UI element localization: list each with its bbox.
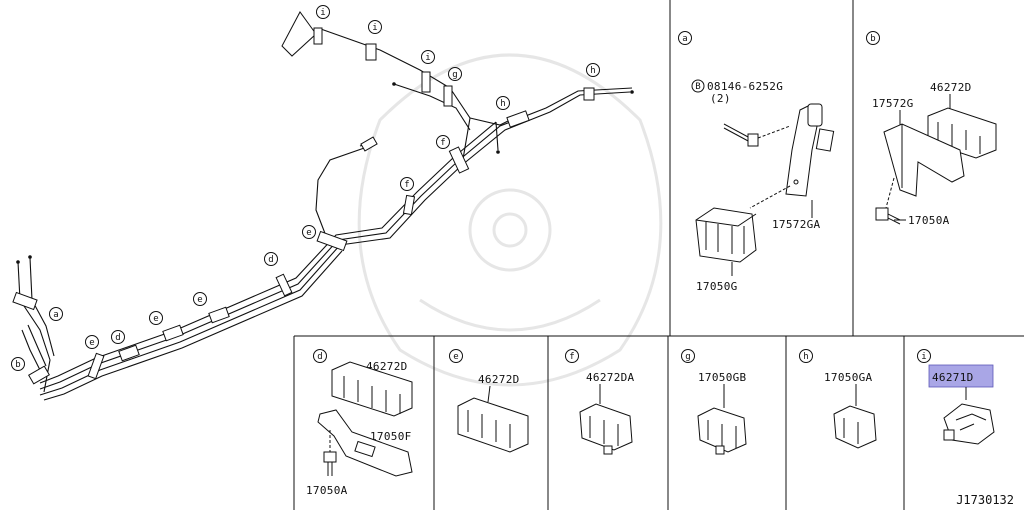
bracket-17050F-shape [317,409,413,477]
detail-e-tag: e [449,349,463,363]
bracket-17572GA-shape [785,103,835,197]
svg-text:f: f [404,180,409,190]
detail-f-tag: f [565,349,579,363]
callout-h-2: h [586,63,600,77]
detail-a: a B 08146-6252G (2) 17572GA 17050G [678,31,835,293]
clip-17050G-shape [695,207,757,263]
clip-46271D-shape [943,403,995,445]
svg-text:e: e [197,295,202,305]
svg-text:B: B [695,82,700,92]
detail-i: i 46271D [917,349,995,445]
label-clip-46272DA: 46272DA [586,371,635,384]
svg-text:d: d [115,333,120,343]
svg-text:g: g [452,70,457,80]
label-clip-46272D-d: 46272D [366,360,408,373]
diagram-id: J1730132 [956,493,1014,507]
detail-d: d 46272D 17050F 17050A [306,349,413,497]
svg-text:i: i [320,8,325,18]
svg-text:a: a [53,310,58,320]
detail-g-tag: g [681,349,695,363]
svg-text:i: i [372,23,377,33]
svg-text:a: a [682,34,687,44]
svg-text:h: h [500,99,505,109]
bolt-17050A-d-icon [323,451,337,476]
label-bolt-part: 08146-6252G [707,80,783,93]
label-bracket-17050F: 17050F [370,430,412,443]
detail-a-tag: a [678,31,692,45]
detail-g: g 17050GB [681,349,747,455]
detail-h-tag: h [799,349,813,363]
svg-text:e: e [89,338,94,348]
bolt-code-marker: B [691,79,705,93]
bolt-17050A-icon [875,207,901,225]
callout-e-2: e [149,311,163,325]
svg-text:i: i [425,53,430,63]
callout-i-1: i [421,50,435,64]
clip-46272DA-shape [579,403,633,455]
svg-text:e: e [306,228,311,238]
svg-text:d: d [268,255,273,265]
callout-b: b [11,357,25,371]
label-clip-46272D: 46272D [930,81,972,94]
label-bracket-17572G: 17572G [872,97,914,110]
callout-d-2: d [264,252,278,266]
label-bolt-17050A-d: 17050A [306,484,348,497]
callout-e-4: e [302,225,316,239]
label-bolt-qty: (2) [710,92,731,105]
svg-text:i: i [921,352,926,362]
label-clip-17050G: 17050G [696,280,738,293]
callout-d-1: d [111,330,125,344]
detail-e: e 46272D [449,349,529,453]
label-bolt-17050A: 17050A [908,214,950,227]
clip-17050GA-shape [833,405,877,449]
svg-text:b: b [15,360,20,370]
callout-a: a [49,307,63,321]
clip-46272D-d-shape [331,361,413,417]
label-bracket-17572GA: 17572GA [772,218,821,231]
label-clip-46272D-e: 46272D [478,373,520,386]
bracket-17572G-shape [883,123,965,197]
detail-f: f 46272DA [565,349,635,455]
clip-17050GB-shape [697,407,747,455]
bolt-icon [723,123,759,147]
label-clip-17050GA: 17050GA [824,371,873,384]
svg-text:e: e [453,352,458,362]
brake-pipe-routing [12,11,634,401]
detail-d-tag: d [313,349,327,363]
callout-e-1: e [85,335,99,349]
label-clip-17050GB: 17050GB [698,371,747,384]
callout-h-1: h [496,96,510,110]
callout-i-3: i [316,5,330,19]
callout-i-2: i [368,20,382,34]
svg-text:g: g [685,352,690,362]
watermark-crest [357,53,663,387]
svg-text:d: d [317,352,322,362]
main-callouts: a b e d e e d e f f h h g i i i [11,5,600,371]
callout-f-2: f [436,135,450,149]
svg-text:e: e [153,314,158,324]
svg-text:f: f [440,138,445,148]
highlight-46271D [928,364,994,388]
callout-g: g [448,67,462,81]
detail-b-tag: b [866,31,880,45]
detail-b: b 46272D 17572G 17050A [866,31,997,227]
callout-e-3: e [193,292,207,306]
svg-text:h: h [803,352,808,362]
panel-frames [293,0,1024,510]
svg-text:h: h [590,66,595,76]
detail-i-tag: i [917,349,931,363]
callout-f-1: f [400,177,414,191]
svg-text:f: f [569,352,574,362]
label-clip-46271D: 46271D [932,371,974,384]
detail-h: h 17050GA [799,349,877,449]
svg-text:b: b [870,34,875,44]
clip-46272D-e-shape [457,397,529,453]
